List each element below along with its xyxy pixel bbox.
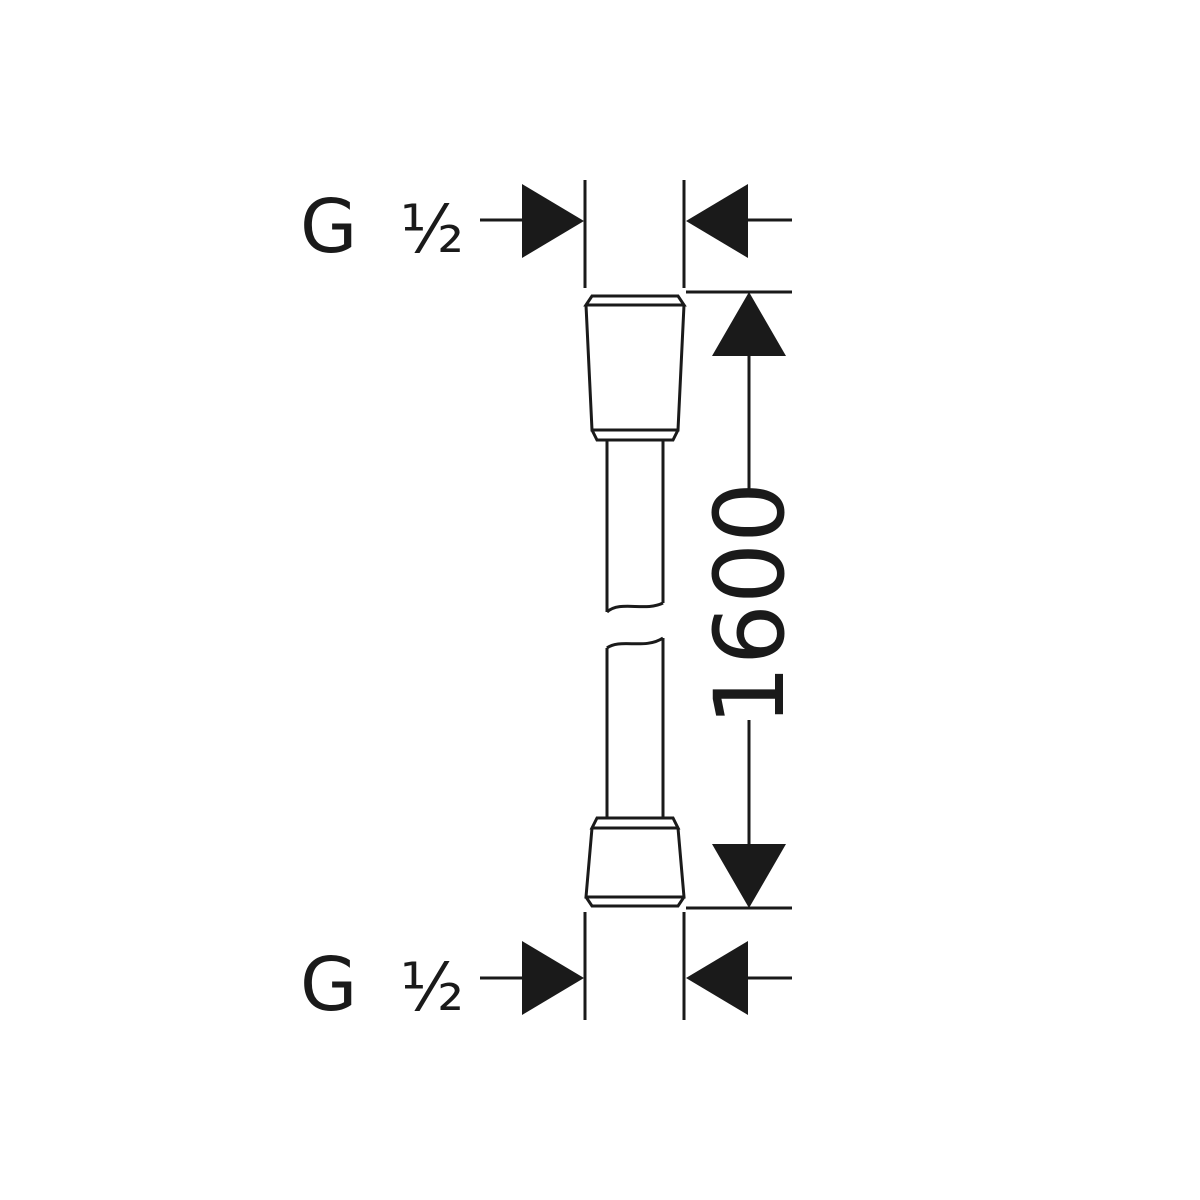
fitting-top-cap: [583, 294, 687, 307]
arrowhead-length-bottom: [712, 844, 786, 908]
hose-tube-lower: [605, 636, 665, 818]
hose-tube-upper: [605, 440, 665, 614]
thread-letter-bottom: G: [300, 942, 357, 1028]
fitting-bottom-body: [584, 827, 686, 899]
hose-fitting-bottom: [584, 816, 686, 908]
thread-letter-top: G: [300, 184, 357, 270]
arrowhead-length-top: [712, 292, 786, 356]
arrowhead-top-left: [522, 184, 584, 258]
thread-callout-top: G ½: [300, 180, 792, 288]
arrowhead-bottom-left: [522, 941, 584, 1015]
length-dimension: 1600: [686, 290, 806, 910]
length-value: 1600: [694, 482, 806, 726]
fitting-top-body: [584, 304, 686, 432]
thread-fraction-top: ½: [400, 191, 464, 268]
break-line-lower: [606, 636, 664, 650]
hose-fitting-top: [583, 294, 687, 442]
fitting-bottom-cap: [584, 896, 686, 908]
thread-fraction-bottom: ½: [400, 949, 464, 1026]
break-line-upper: [605, 601, 664, 614]
fitting-bottom-collar: [589, 816, 681, 830]
thread-callout-bottom: G ½: [300, 912, 792, 1028]
shower-hose: [583, 294, 687, 908]
arrowhead-top-right: [686, 184, 748, 258]
fitting-top-collar: [590, 429, 680, 442]
arrowhead-bottom-right: [686, 941, 748, 1015]
